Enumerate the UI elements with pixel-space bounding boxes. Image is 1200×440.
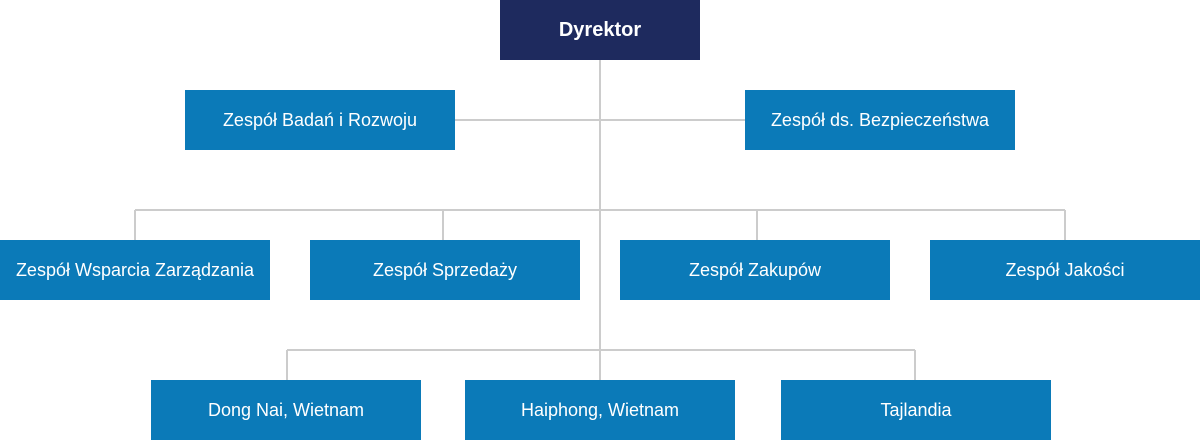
rnd-team-box: Zespół Badań i Rozwoju xyxy=(185,90,455,150)
purchasing-team-box: Zespół Zakupów xyxy=(620,240,890,300)
safety-team-box: Zespół ds. Bezpieczeństwa xyxy=(745,90,1015,150)
dong-nai-location-label: Dong Nai, Wietnam xyxy=(207,399,365,420)
sales-team-box: Zespół Sprzedaży xyxy=(310,240,580,300)
purchasing-team-label: Zespół Zakupów xyxy=(688,259,822,280)
quality-team-box: Zespół Jakości xyxy=(930,240,1200,300)
director-box: Dyrektor xyxy=(500,0,700,60)
sales-team-label: Zespół Sprzedaży xyxy=(372,259,518,280)
quality-team-label: Zespół Jakości xyxy=(1005,259,1125,280)
haiphong-location-box: Haiphong, Wietnam xyxy=(465,380,735,440)
haiphong-location-label: Haiphong, Wietnam xyxy=(520,399,680,420)
management-support-team-label: Zespół Wsparcia Zarządzania xyxy=(15,259,255,280)
rnd-team-label: Zespół Badań i Rozwoju xyxy=(222,109,418,130)
safety-team-label: Zespół ds. Bezpieczeństwa xyxy=(770,109,990,130)
thailand-location-box: Tajlandia xyxy=(781,380,1051,440)
thailand-location-label: Tajlandia xyxy=(880,399,952,420)
director-label: Dyrektor xyxy=(558,18,642,41)
dong-nai-location-box: Dong Nai, Wietnam xyxy=(151,380,421,440)
management-support-team-box: Zespół Wsparcia Zarządzania xyxy=(0,240,270,300)
